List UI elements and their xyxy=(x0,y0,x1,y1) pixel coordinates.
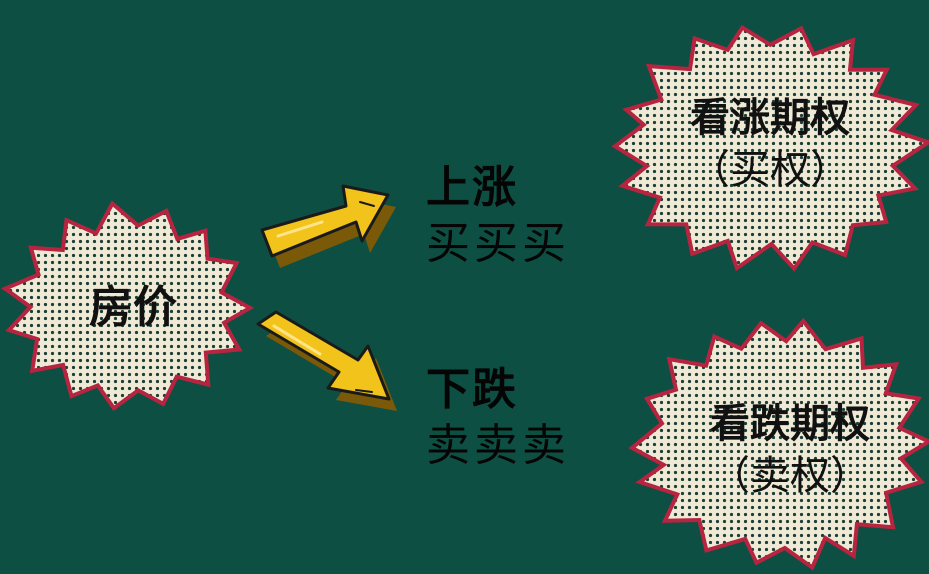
call-option-text: 看涨期权 （买权） xyxy=(630,92,910,196)
house-price-label: 房价 xyxy=(89,282,177,333)
call-option-subtitle: （买权） xyxy=(690,147,850,193)
down-action-label: 卖卖卖 xyxy=(426,420,570,471)
up-action-label: 买买买 xyxy=(426,218,570,269)
down-arrow-icon xyxy=(256,310,397,411)
put-option-subtitle: （卖权） xyxy=(710,453,870,499)
call-option-title: 看涨期权 xyxy=(690,95,850,141)
up-label: 上涨 xyxy=(426,162,518,213)
house-price-burst xyxy=(1,200,255,412)
up-text: 上涨 买买买 xyxy=(426,160,570,272)
put-option-burst xyxy=(628,317,929,571)
down-label: 下跌 xyxy=(426,364,518,415)
down-text: 下跌 卖卖卖 xyxy=(426,362,570,474)
call-option-burst xyxy=(611,24,929,272)
put-option-title: 看跌期权 xyxy=(710,401,870,447)
up-arrow-icon xyxy=(260,184,396,268)
put-option-text: 看跌期权 （卖权） xyxy=(655,398,925,502)
